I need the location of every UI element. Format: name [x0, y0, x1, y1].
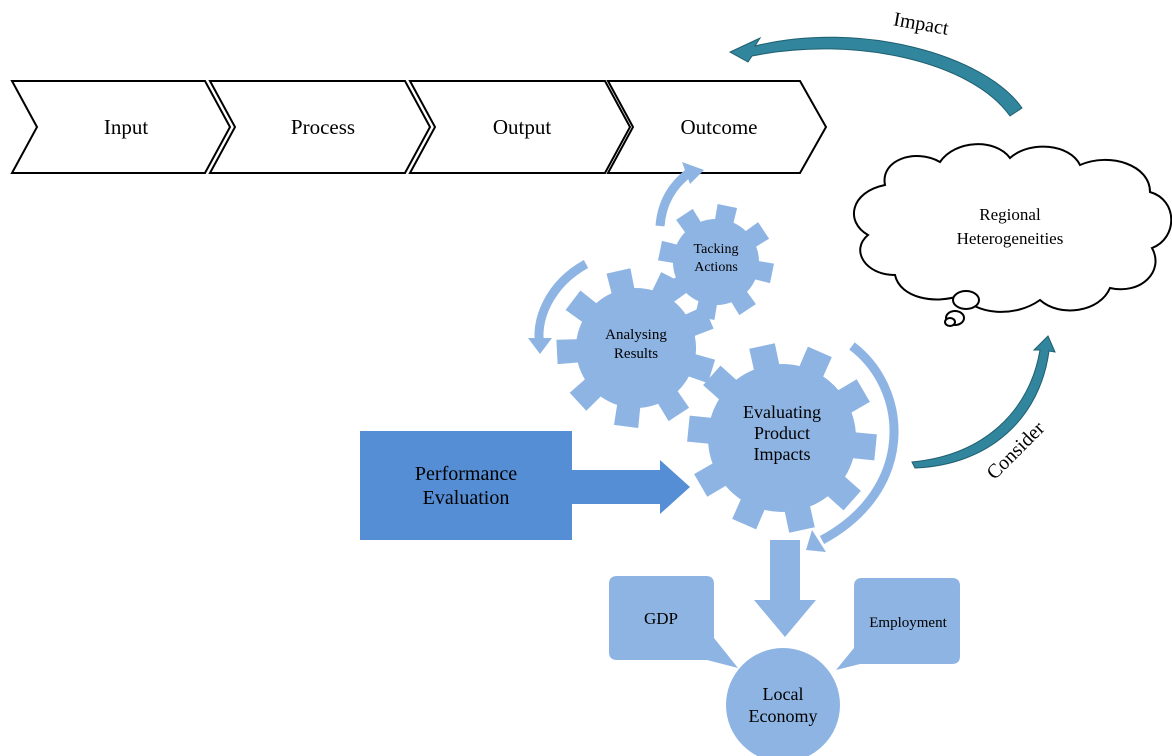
cloud-label-line2: Heterogeneities	[957, 229, 1064, 248]
gear-analysing-line2: Results	[614, 346, 658, 362]
gear-evaluating: Evaluating Product Impacts	[687, 343, 877, 533]
employment-callout: Employment	[836, 578, 960, 670]
impact-label: Impact	[892, 8, 951, 39]
employment-label: Employment	[869, 615, 947, 631]
local-economy-line2: Economy	[749, 706, 818, 726]
gears: Evaluating Product Impacts Analysing Res…	[556, 204, 877, 533]
performance-line1: Performance	[415, 463, 517, 485]
cycle-arrow-analysing	[534, 260, 589, 346]
cycle-arrow-tacking	[655, 168, 693, 227]
gear-tacking-line2: Actions	[694, 260, 738, 275]
chevron-outcome-label: Outcome	[681, 115, 758, 139]
gear-evaluating-line2: Product	[754, 423, 810, 443]
chevron-output-label: Output	[493, 115, 552, 139]
gear-evaluating-line1: Evaluating	[743, 402, 821, 422]
chevron-outcome: Outcome	[606, 80, 828, 174]
chevron-output: Output	[408, 80, 632, 174]
local-economy-line1: Local	[763, 684, 804, 704]
gear-analysing-line1: Analysing	[605, 327, 667, 343]
performance-box	[360, 431, 572, 540]
cloud-label-line1: Regional	[979, 205, 1041, 224]
regional-heterogeneities-cloud: Regional Heterogeneities	[852, 143, 1172, 327]
consider-label: Consider	[982, 417, 1049, 484]
gear-tacking-line1: Tacking	[694, 242, 739, 257]
gear-evaluating-line3: Impacts	[754, 444, 811, 464]
cycle-arrows	[528, 162, 899, 552]
gdp-callout: GDP	[609, 576, 738, 668]
gdp-label: GDP	[644, 609, 678, 628]
gear-tacking: Tacking Actions	[658, 204, 774, 320]
performance-evaluation: Performance Evaluation	[360, 431, 690, 540]
chevron-input: Input	[10, 80, 232, 174]
performance-arrow	[572, 460, 690, 514]
pipeline: Input Process Output Outcome	[10, 80, 828, 174]
local-economy: Local Economy	[726, 648, 840, 756]
chevron-input-label: Input	[104, 115, 148, 139]
down-arrow	[754, 540, 816, 637]
cycle-arrow-evaluating	[819, 342, 899, 544]
gear-analysing: Analysing Results	[556, 268, 716, 428]
performance-line2: Evaluation	[423, 487, 510, 509]
consider-arrow: Consider	[911, 335, 1056, 484]
chevron-process-label: Process	[291, 115, 355, 139]
chevron-process: Process	[208, 80, 432, 174]
